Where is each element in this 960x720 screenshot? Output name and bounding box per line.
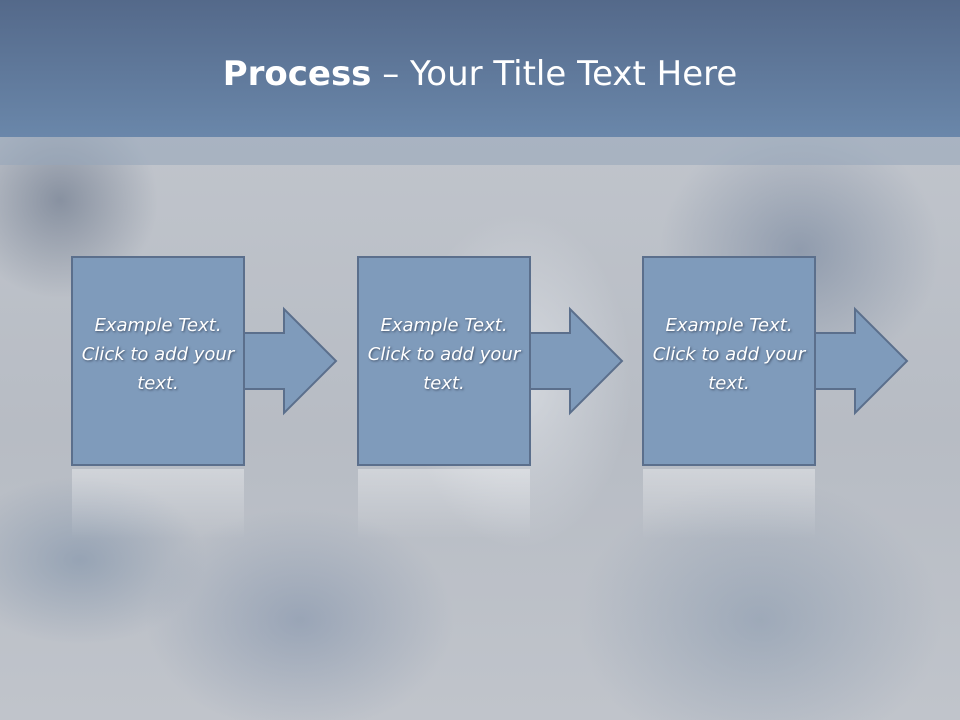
step-reflection-1 [72,469,244,539]
step-text-2[interactable]: Example Text. Click to add your text. [367,315,521,394]
process-step-3[interactable] [642,256,909,539]
step-text-1[interactable]: Example Text. Click to add your text. [81,315,235,394]
title-bar [0,0,960,137]
slide-title[interactable]: Process – Your Title Text Here [0,52,960,96]
title-rest: – Your Title Text Here [371,54,738,94]
title-bold: Process [222,54,372,94]
step-arrow-3 [812,306,909,416]
step-reflection-3 [643,469,815,539]
step-box-2 [357,256,531,466]
step-box-3 [642,256,816,466]
process-step-1[interactable] [71,256,338,539]
step-arrow-1 [241,306,338,416]
step-box-1 [71,256,245,466]
title-bar-shadow [0,137,960,165]
step-text-3[interactable]: Example Text. Click to add your text. [652,315,806,394]
step-reflection-2 [358,469,530,539]
process-step-2[interactable] [357,256,624,539]
step-arrow-2 [527,306,624,416]
